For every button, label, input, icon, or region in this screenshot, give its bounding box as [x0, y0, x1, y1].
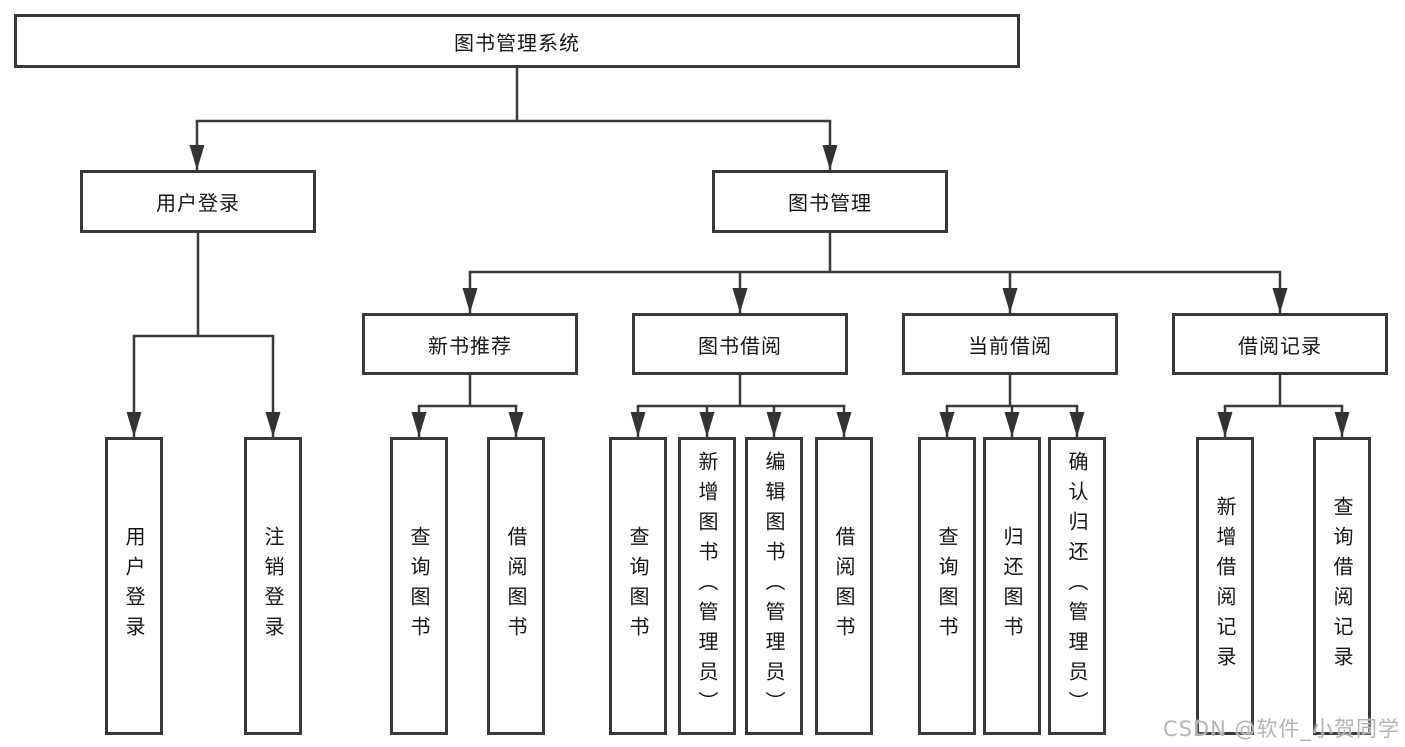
node-leaf-rec-borrow-books: 借阅图书 [487, 437, 545, 735]
edges-new-book-rec [411, 375, 524, 437]
node-leaf-user-login-label: 用户登录 [122, 526, 146, 646]
node-book-management-label: 图书管理 [788, 191, 872, 215]
node-user-login: 用户登录 [80, 170, 316, 233]
node-leaf-add-books-admin: 新增图书（管理员） [678, 437, 736, 735]
node-borrow-records-label: 借阅记录 [1238, 333, 1322, 358]
node-leaf-add-books-admin-label: 新增图书（管理员） [695, 451, 719, 721]
node-leaf-rec-query-books-label: 查询图书 [407, 526, 431, 646]
node-leaf-current-query-books-label: 查询图书 [935, 526, 959, 646]
node-new-book-recommend-label: 新书推荐 [428, 333, 512, 358]
node-leaf-confirm-return-admin: 确认归还（管理员） [1048, 437, 1106, 735]
node-leaf-user-login: 用户登录 [105, 437, 163, 735]
edges-borrow-records [1217, 375, 1350, 437]
edges-book-mgmt [462, 233, 1288, 313]
csdn-watermark: CSDN @软件_小贺同学 [1162, 717, 1400, 741]
edges-book-borrow [630, 375, 852, 437]
node-leaf-borrow-books: 借阅图书 [815, 437, 873, 735]
edges-user-login [126, 233, 281, 437]
node-leaf-query-borrow-record: 查询借阅记录 [1313, 437, 1371, 735]
node-leaf-borrow-query-books: 查询图书 [609, 437, 667, 735]
node-leaf-rec-query-books: 查询图书 [390, 437, 448, 735]
node-leaf-rec-borrow-books-label: 借阅图书 [504, 526, 528, 646]
node-leaf-logout-label: 注销登录 [261, 526, 285, 646]
node-current-borrow: 当前借阅 [902, 313, 1118, 375]
node-borrow-records: 借阅记录 [1172, 313, 1388, 375]
edges-root [189, 68, 838, 170]
node-leaf-return-books-label: 归还图书 [1000, 526, 1024, 646]
node-user-login-label: 用户登录 [156, 191, 240, 215]
node-leaf-add-borrow-record: 新增借阅记录 [1196, 437, 1254, 735]
node-leaf-add-borrow-record-label: 新增借阅记录 [1213, 496, 1237, 676]
node-leaf-borrow-query-books-label: 查询图书 [626, 526, 650, 646]
node-leaf-current-query-books: 查询图书 [918, 437, 976, 735]
node-leaf-edit-books-admin-label: 编辑图书（管理员） [762, 451, 786, 721]
node-book-borrow-label: 图书借阅 [698, 333, 782, 358]
node-current-borrow-label: 当前借阅 [968, 333, 1052, 358]
node-library-system: 图书管理系统 [14, 14, 1020, 68]
node-book-borrow: 图书借阅 [632, 313, 848, 375]
edges-current-borrow [939, 375, 1085, 437]
node-book-management: 图书管理 [712, 170, 948, 233]
node-leaf-edit-books-admin: 编辑图书（管理员） [745, 437, 803, 735]
node-leaf-confirm-return-admin-label: 确认归还（管理员） [1065, 451, 1089, 721]
node-leaf-borrow-books-label: 借阅图书 [832, 526, 856, 646]
node-leaf-logout: 注销登录 [244, 437, 302, 735]
node-leaf-return-books: 归还图书 [983, 437, 1041, 735]
node-leaf-query-borrow-record-label: 查询借阅记录 [1330, 496, 1354, 676]
node-new-book-recommend: 新书推荐 [362, 313, 578, 375]
node-library-system-label: 图书管理系统 [454, 30, 580, 55]
